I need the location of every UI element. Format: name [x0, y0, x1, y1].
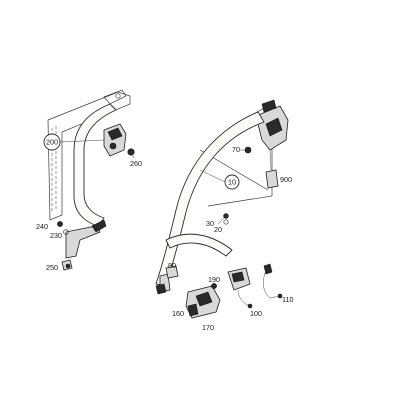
bolt-190 — [211, 283, 217, 289]
callout-230: 230 — [50, 231, 62, 240]
callout-80: 80 — [168, 261, 176, 270]
callout-100: 100 — [250, 309, 262, 318]
callout-110: 110 — [282, 295, 293, 304]
wiring-110 — [263, 263, 283, 299]
callout-30: 30 — [206, 219, 214, 228]
callout-190: 190 — [208, 275, 220, 284]
callout-900: 900 — [280, 175, 292, 184]
callout-170: 170 — [202, 323, 214, 332]
callout-10: 10 — [224, 174, 240, 190]
callout-70: 70 — [232, 145, 240, 154]
svg-text:200: 200 — [46, 138, 58, 147]
bolt-260 — [127, 148, 135, 159]
clip-80 — [165, 265, 179, 279]
retractor-rear — [103, 123, 127, 157]
callout-200: 200 — [43, 133, 61, 151]
svg-text:10: 10 — [228, 178, 236, 187]
rear-belt-assembly — [47, 89, 135, 271]
front-belt-assembly — [155, 99, 289, 295]
callout-260: 260 — [130, 159, 142, 168]
buckle-170 — [185, 285, 221, 319]
bolt-240 — [57, 221, 63, 227]
callout-250: 250 — [46, 263, 58, 272]
buckle-group — [185, 263, 283, 319]
bolt-30 — [223, 213, 229, 219]
callout-160: 160 — [172, 309, 184, 318]
retractor-front — [255, 99, 289, 151]
washer-20 — [223, 219, 229, 225]
cover-900 — [265, 149, 279, 189]
anchor-250 — [61, 259, 73, 271]
buckle-100 — [227, 267, 253, 309]
callout-240: 240 — [36, 222, 48, 231]
callout-20: 20 — [214, 225, 222, 234]
bolt-70 — [244, 146, 252, 154]
washer-230 — [63, 229, 69, 235]
